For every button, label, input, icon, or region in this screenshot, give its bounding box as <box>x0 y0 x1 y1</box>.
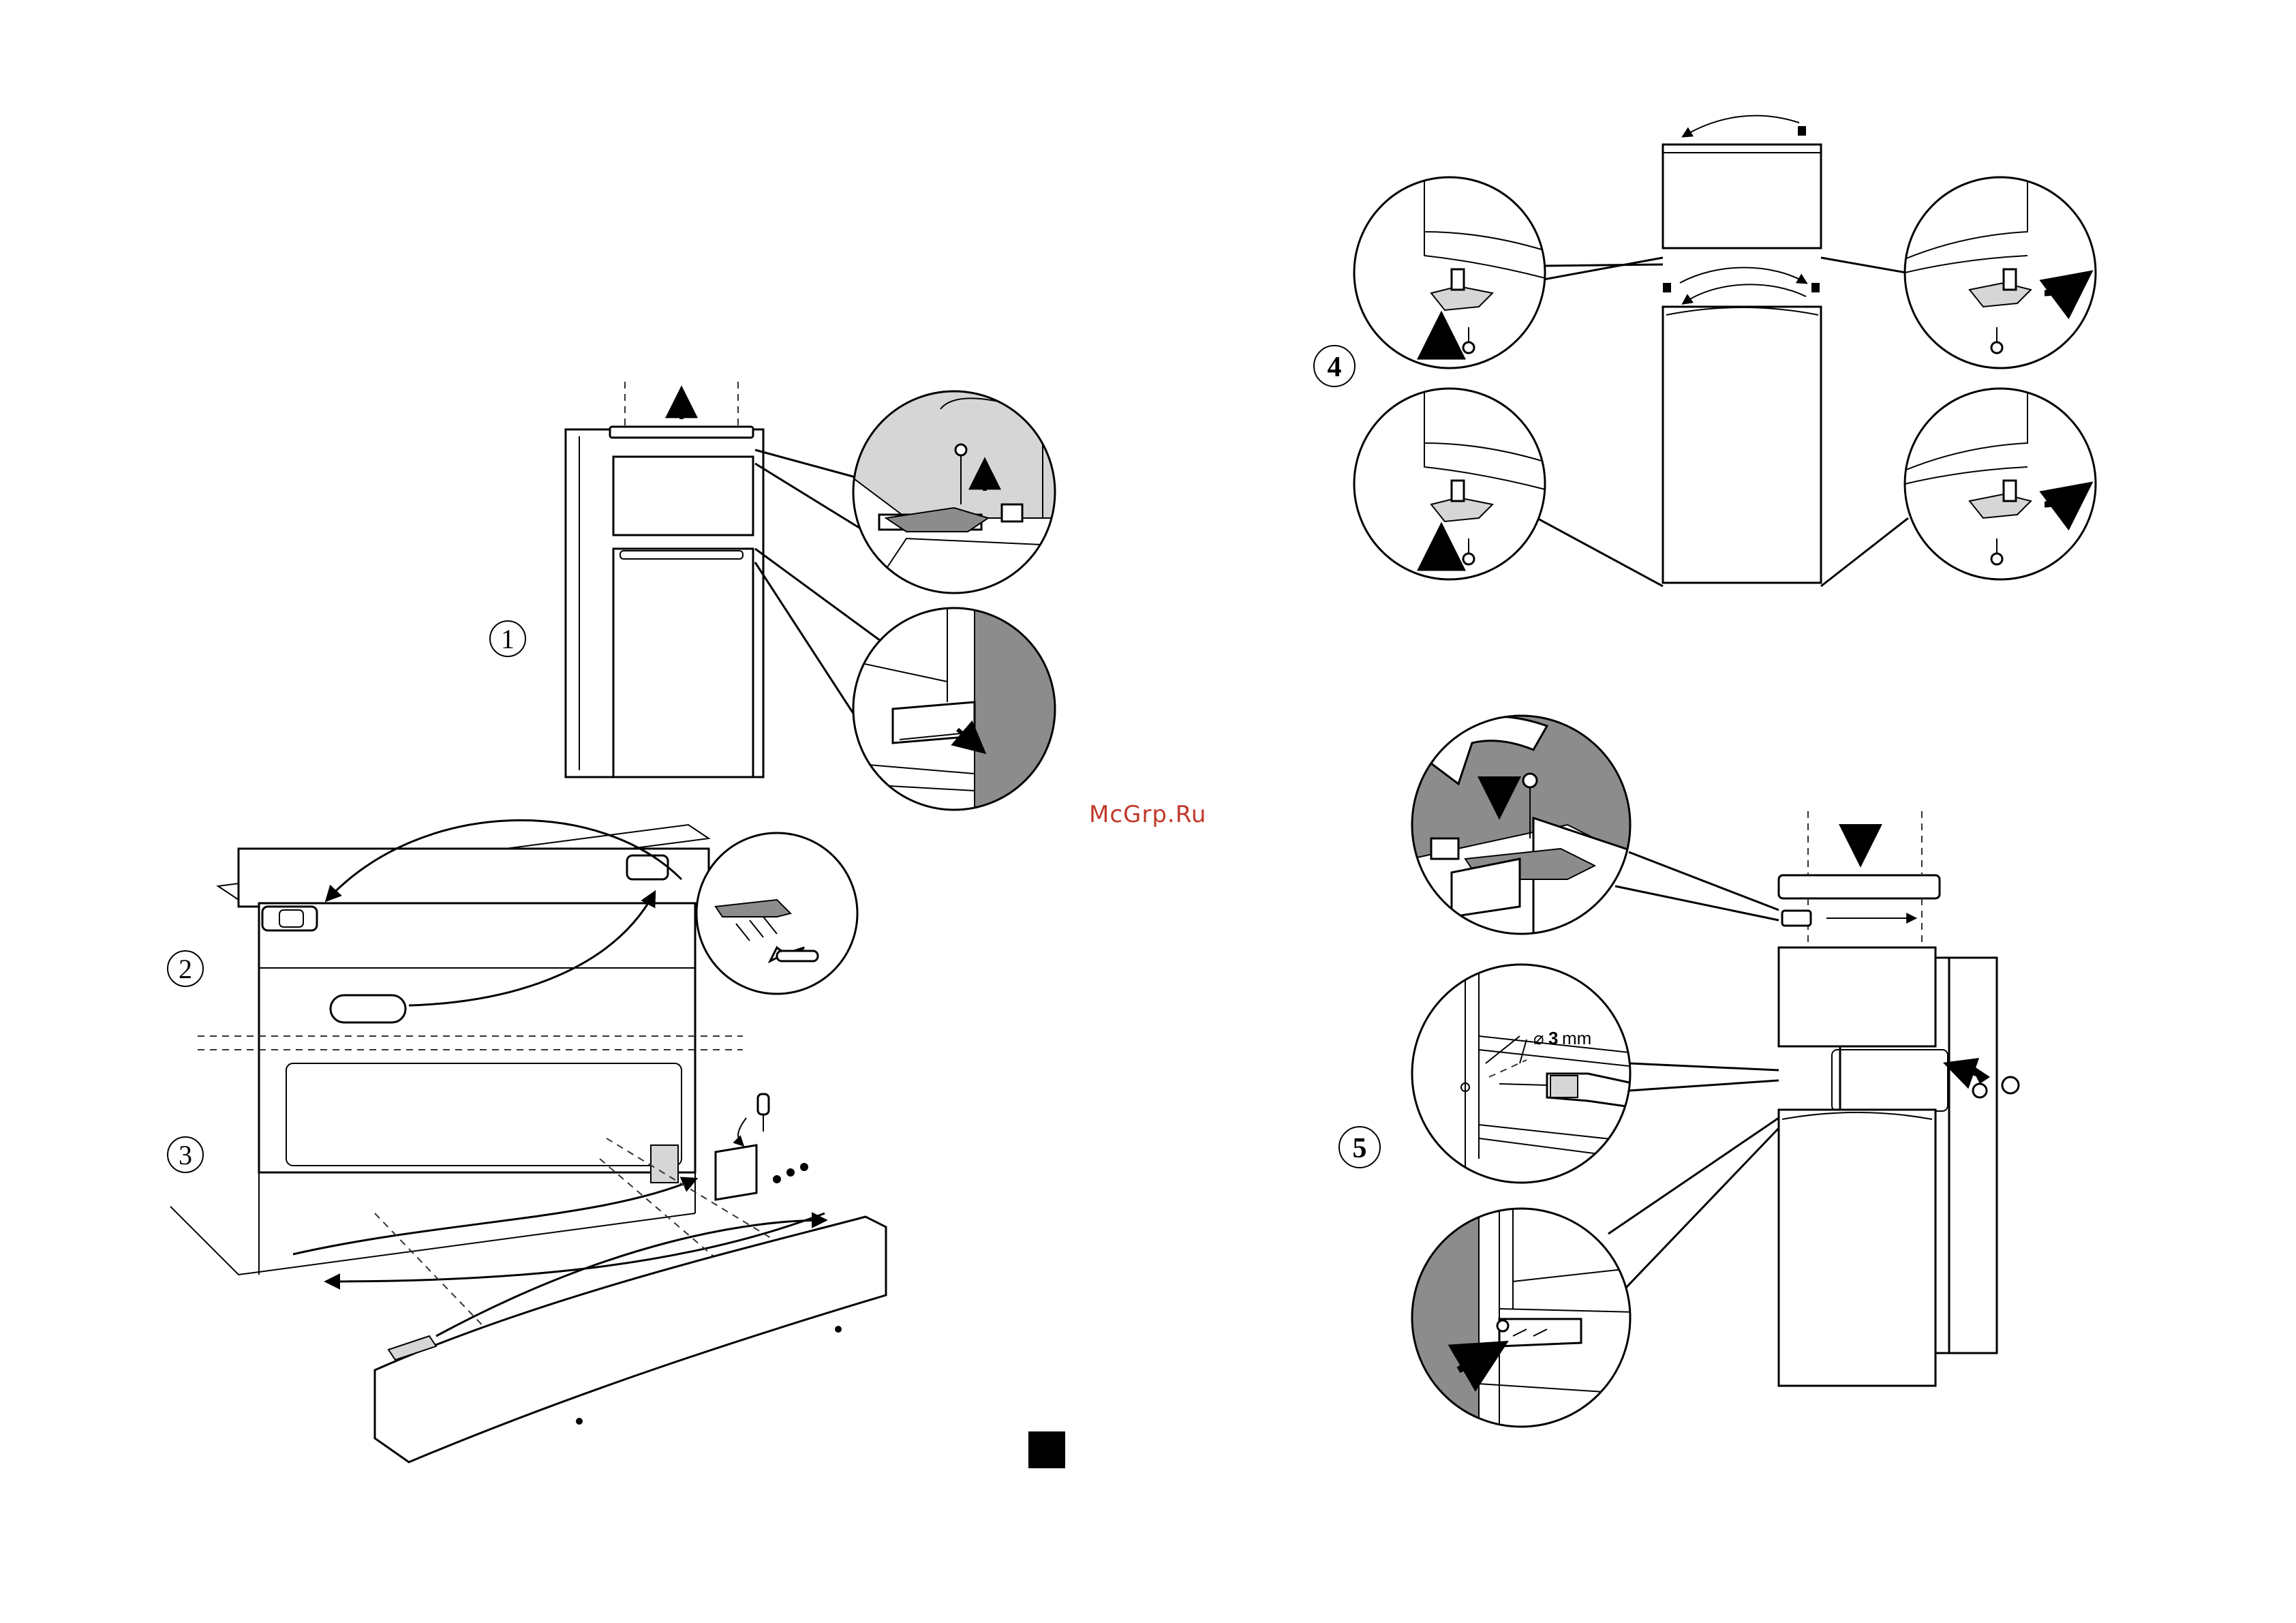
page-marker-square <box>1028 1431 1065 1468</box>
step-3-label: 3 <box>179 1140 192 1170</box>
step-2-3-illustration <box>170 820 886 1462</box>
watermark-text: McGrp.Ru <box>1089 801 1206 828</box>
step-5-label: 5 <box>1353 1133 1367 1164</box>
step-2-label: 2 <box>179 954 192 984</box>
step-4-illustration <box>1353 116 2102 586</box>
step-2-badge: 2 <box>168 951 203 986</box>
step-3-badge: 3 <box>168 1137 203 1172</box>
step-4-badge: 4 <box>1314 346 1355 386</box>
step-5-badge: 5 <box>1339 1127 1380 1168</box>
drill-diameter-unit: mm <box>1562 1028 1591 1048</box>
step-4-label: 4 <box>1328 352 1342 383</box>
step-1-label: 1 <box>501 624 515 654</box>
drill-diameter-symbol: ⌀ <box>1533 1028 1544 1048</box>
step-5-illustration: ⌀ 3 mm <box>1411 716 2019 1431</box>
step-1-illustration <box>566 382 1056 811</box>
drill-diameter-value: 3 <box>1548 1028 1558 1048</box>
step-1-badge: 1 <box>490 621 525 656</box>
drill-size-label: ⌀ 3 mm <box>1533 1028 1591 1048</box>
